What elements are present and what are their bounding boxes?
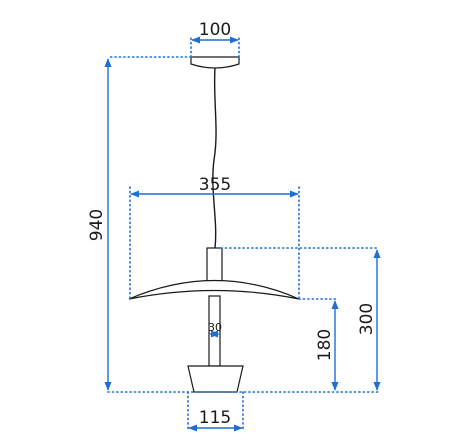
dimension-arrows (104, 36, 381, 432)
lamp-body (128, 56, 300, 393)
upper-height-label: 300 (357, 303, 377, 335)
ceiling-canopy (190, 56, 240, 69)
lower-height-label: 180 (315, 329, 335, 361)
rod-width-label: 30 (208, 321, 222, 334)
upper-stem (206, 247, 223, 285)
suspension-cable (212, 67, 217, 249)
total-height-label: 940 (87, 209, 107, 241)
shade-width-label: 355 (199, 175, 231, 195)
canopy-width-label: 100 (199, 20, 231, 40)
dimension-labels: 100 355 940 300 180 30 115 (87, 20, 377, 428)
lamp-base (187, 365, 244, 393)
extension-lines (107, 37, 379, 431)
base-width-label: 115 (199, 408, 231, 428)
